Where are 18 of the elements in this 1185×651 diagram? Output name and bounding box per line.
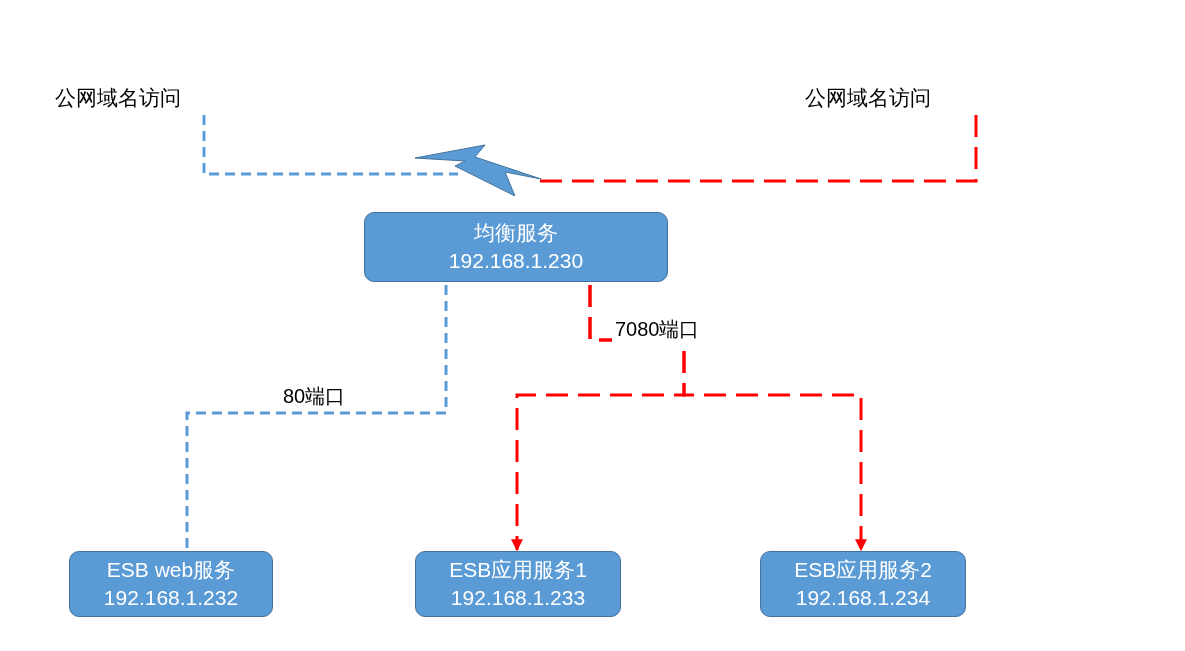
service-name: ESB应用服务1 xyxy=(449,557,587,583)
server-box xyxy=(760,551,966,617)
service-name: ESB web服务 xyxy=(106,557,236,583)
lightning-bolt xyxy=(415,143,541,196)
server-box xyxy=(364,212,668,282)
connector-line xyxy=(202,115,458,176)
connector-line xyxy=(538,115,978,183)
ip-address: 192.168.1.232 xyxy=(103,585,239,611)
connector-line xyxy=(185,285,448,550)
ip-address: 192.168.1.234 xyxy=(795,585,931,611)
ip-address: 192.168.1.230 xyxy=(448,248,584,274)
service-name: 均衡服务 xyxy=(474,220,558,246)
access-label: 公网域名访问 xyxy=(805,84,931,112)
server-box xyxy=(69,551,273,617)
access-label: 公网域名访问 xyxy=(55,84,181,112)
server-box xyxy=(415,551,621,617)
service-name: ESB应用服务2 xyxy=(794,557,932,583)
ip-address: 192.168.1.233 xyxy=(450,585,586,611)
